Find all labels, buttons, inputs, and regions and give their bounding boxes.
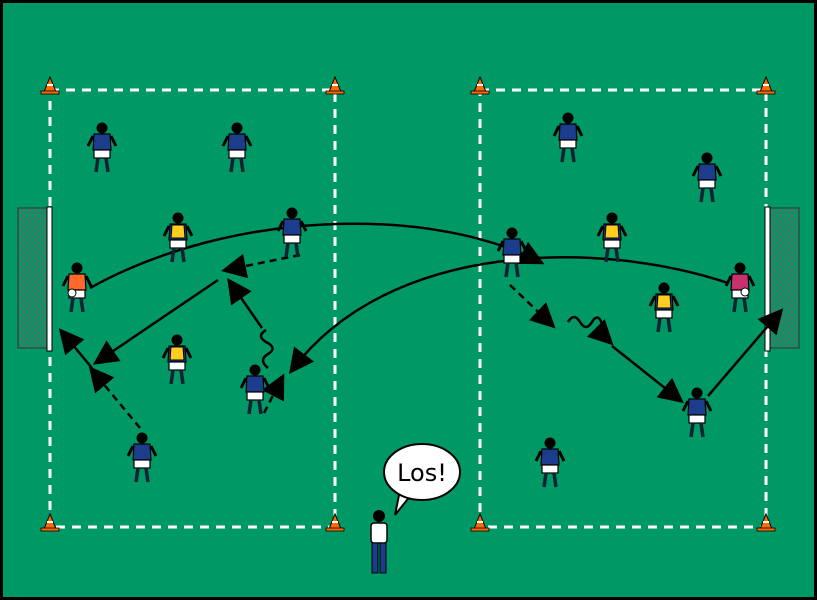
dashed-run-left-top (221, 253, 301, 279)
player-blue (496, 227, 528, 278)
dashed-run-mid-left (261, 373, 285, 414)
player-yellow-bib (161, 334, 193, 385)
player-blue (221, 122, 253, 173)
dribble-right (566, 315, 604, 329)
right-goal (764, 206, 800, 352)
cone (325, 75, 345, 95)
cone (756, 512, 776, 532)
dashed-run-right (509, 284, 556, 329)
player-blue (239, 364, 271, 415)
player-blue (534, 437, 566, 488)
goalkeeper-right (724, 262, 756, 313)
coach (370, 510, 388, 574)
cone (470, 512, 490, 532)
ball (740, 287, 750, 297)
cone (325, 512, 345, 532)
player-blue (691, 152, 723, 203)
player-yellow-bib (596, 212, 628, 263)
dribble-right-arrow (587, 319, 614, 346)
coach-call-text: Los! (397, 459, 447, 487)
speech-bubble: Los! (383, 443, 461, 516)
cone (40, 512, 60, 532)
player-yellow-bib (648, 282, 680, 333)
dribble-left-arrow (227, 277, 264, 329)
long-pass-left-keeper-to-right (89, 222, 545, 290)
player-blue (126, 432, 158, 483)
cone (470, 75, 490, 95)
player-blue (681, 387, 713, 438)
player-blue (552, 112, 584, 163)
ball (67, 288, 77, 298)
dribble-left (259, 328, 274, 369)
long-pass-right-keeper-to-left (288, 256, 729, 374)
pass-to-keeper-left (58, 328, 93, 369)
player-blue (276, 207, 308, 258)
pass-to-left-wing (92, 278, 219, 365)
player-yellow-bib (162, 212, 194, 263)
left-zone-boundary (48, 88, 337, 529)
run-right-diagonal (611, 345, 684, 404)
shot-right (707, 308, 784, 397)
player-blue (86, 122, 118, 173)
dashed-run-bottom-left (88, 366, 141, 429)
cone (756, 75, 776, 95)
left-goal (17, 206, 53, 352)
movement-arrows (58, 222, 784, 429)
cone (40, 75, 60, 95)
